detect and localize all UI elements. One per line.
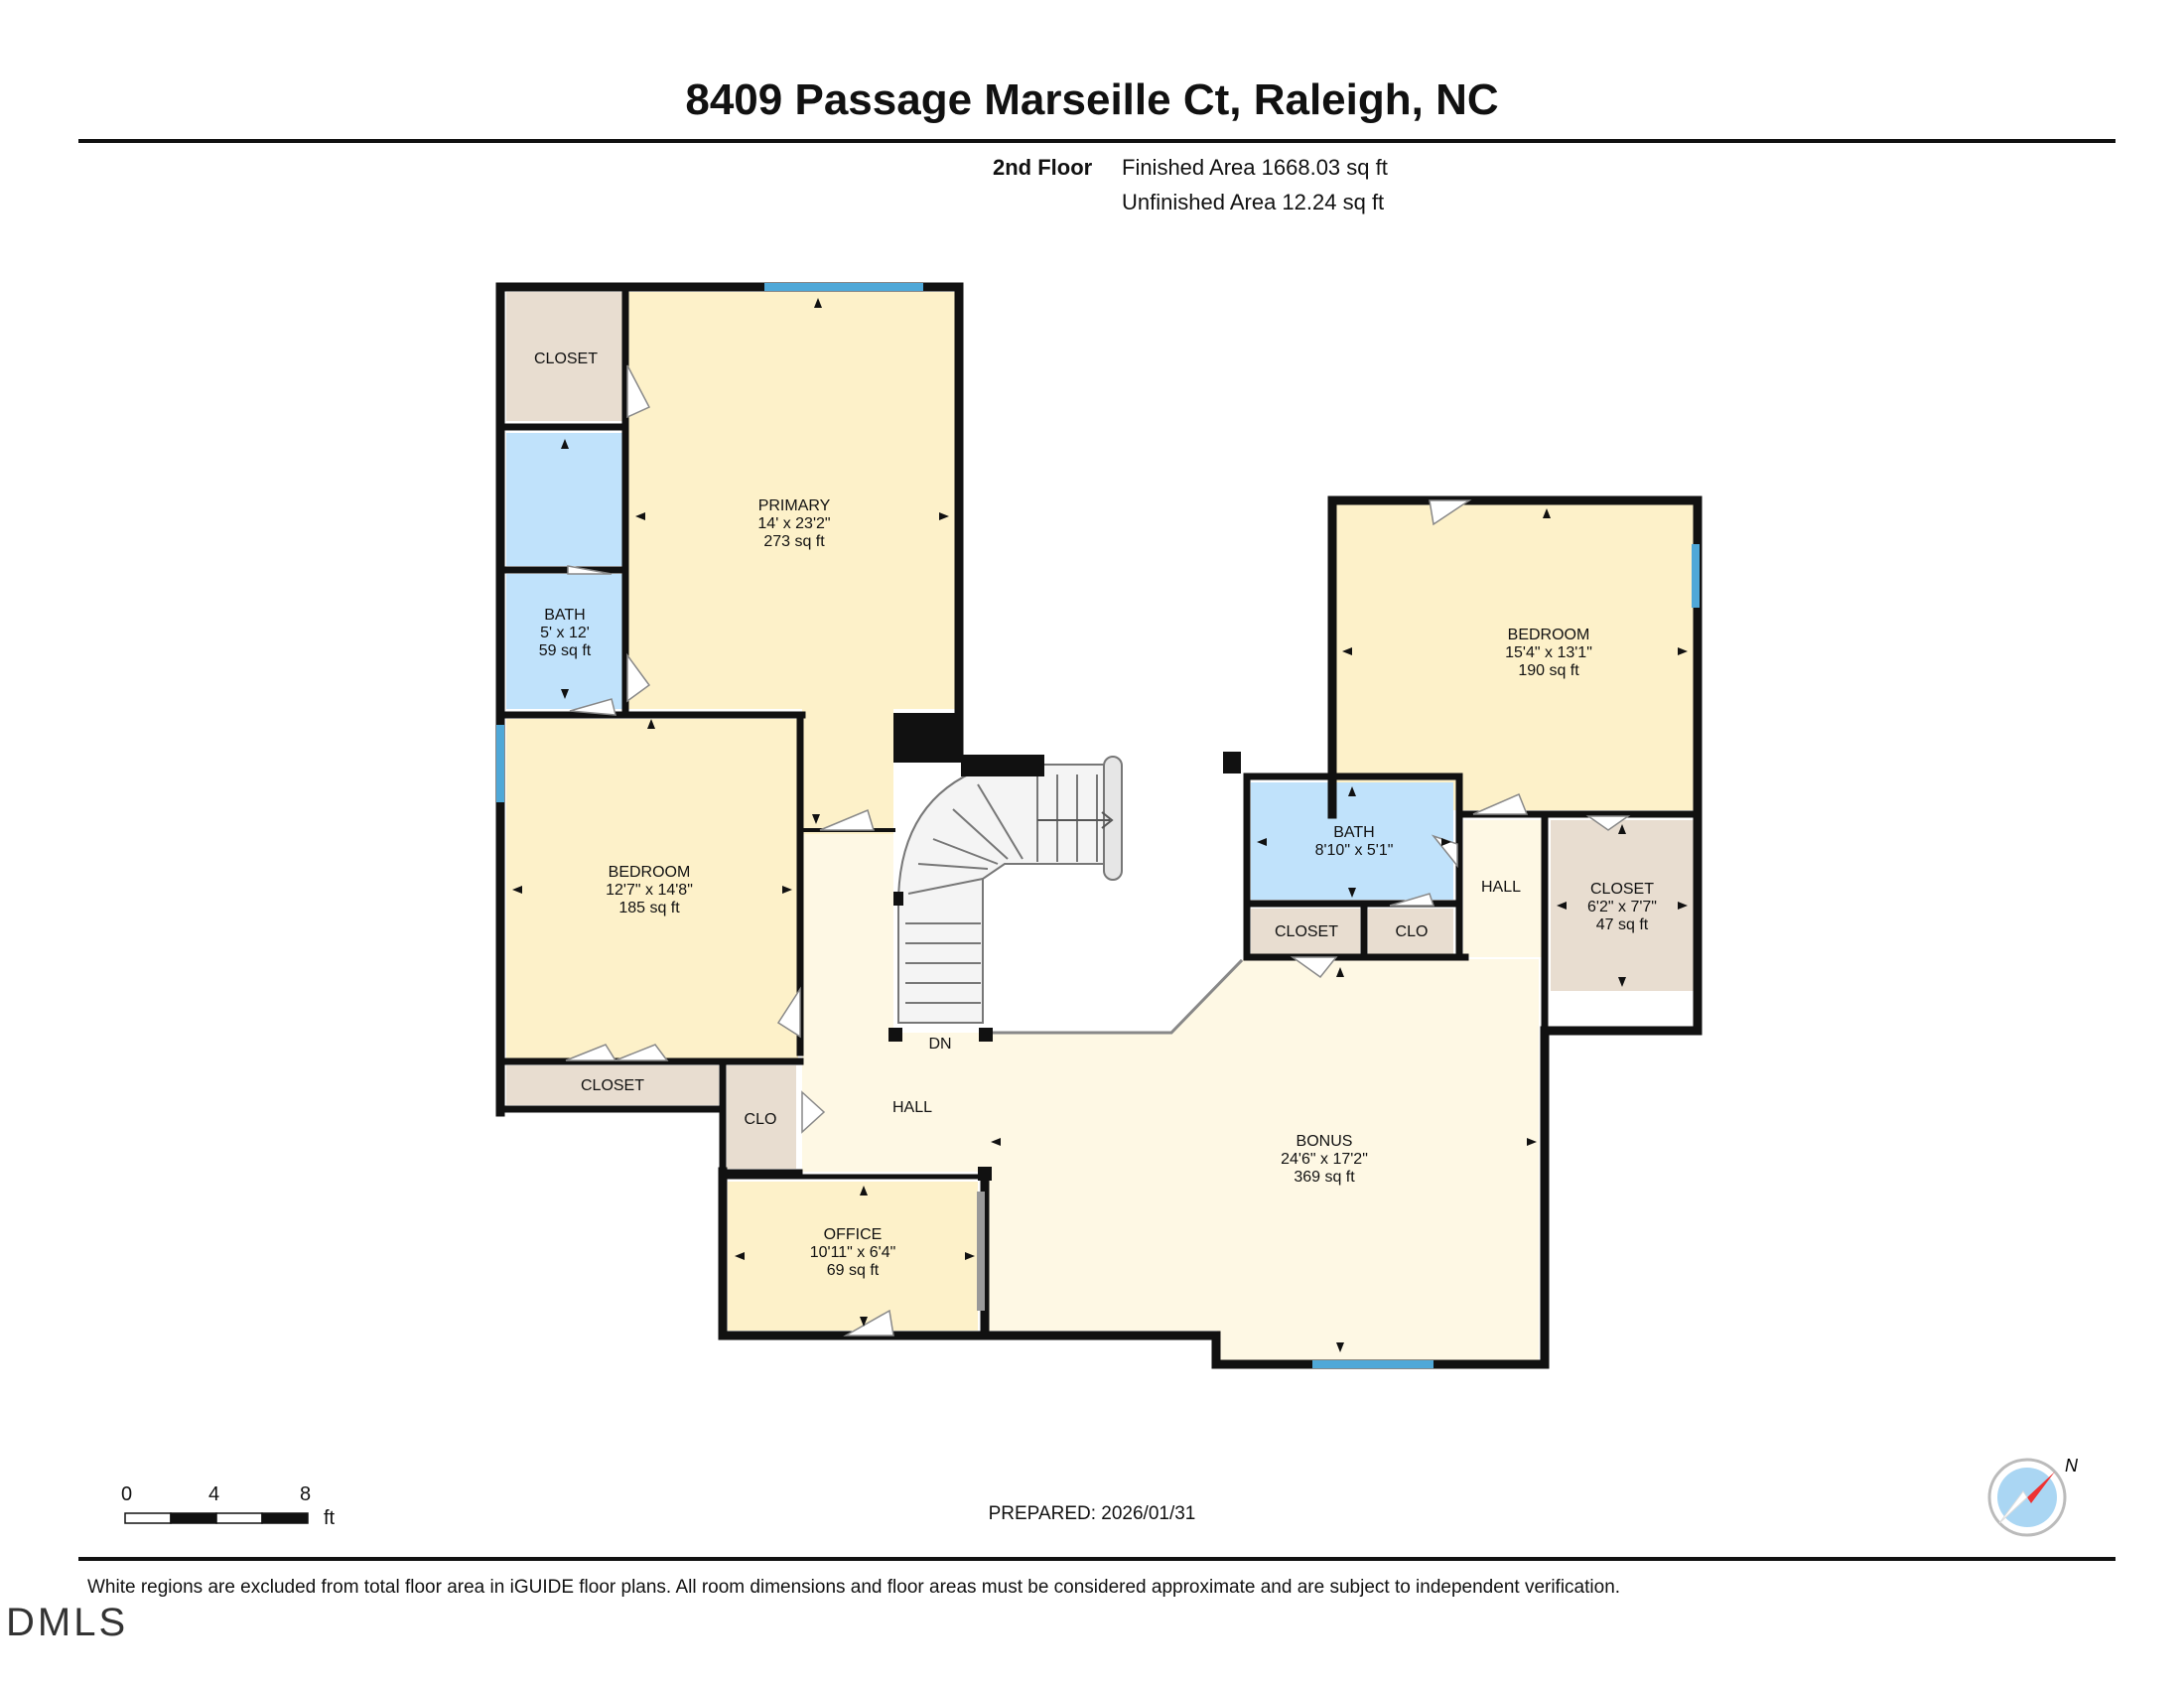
primary-name: PRIMARY	[758, 497, 831, 514]
hall-left-label: HALL	[892, 1099, 932, 1116]
primary-lower-fill	[802, 705, 893, 834]
stairs-dn-label: DN	[928, 1036, 951, 1053]
bath1-fill	[506, 574, 623, 709]
closet-bedroom2-area: 47 sq ft	[1596, 916, 1649, 933]
bedroom2-dims: 15'4" x 13'1"	[1505, 644, 1592, 661]
walls	[495, 282, 1703, 1369]
office-fill	[728, 1182, 978, 1331]
bath2-dims: 8'10" x 5'1"	[1315, 842, 1394, 859]
bedroom2-name: BEDROOM	[1508, 627, 1590, 643]
header-divider	[78, 139, 2116, 143]
closet-bedroom2-name: CLOSET	[1590, 881, 1654, 898]
closet-bedroom1-fill	[506, 1065, 719, 1105]
bedroom1-dims: 12'7" x 14'8"	[606, 882, 693, 899]
closet-bath2-fill	[1251, 909, 1360, 954]
bath1-dims: 5' x 12'	[540, 625, 590, 641]
clo-bath2-label: CLO	[1396, 923, 1429, 940]
bedroom1-fill	[506, 719, 798, 1060]
doors	[565, 364, 1631, 1336]
closet-bedroom2-fill	[1551, 820, 1694, 991]
bonus-name: BONUS	[1297, 1133, 1353, 1150]
room-labels: CLOSET PRIMARY 14' x 23'2" 273 sq ft BAT…	[534, 351, 1657, 1279]
primary-dims: 14' x 23'2"	[757, 515, 830, 532]
closet-primary-fill	[506, 292, 623, 421]
bonus-fill	[988, 959, 1539, 1360]
bath1-upper-fill	[506, 433, 623, 566]
prepared-date: PREPARED: 2026/01/31	[988, 1503, 1196, 1524]
plan-title: 8409 Passage Marseille Ct, Raleigh, NC	[685, 75, 1499, 124]
scale-tick-4: 4	[208, 1483, 220, 1505]
bonus-dims: 24'6" x 17'2"	[1281, 1151, 1368, 1168]
post-2	[888, 1028, 902, 1042]
office-area: 69 sq ft	[827, 1262, 880, 1279]
scale-tick-8: 8	[300, 1483, 312, 1505]
scale-bar	[124, 1512, 309, 1524]
post-4	[893, 892, 903, 906]
footer-divider	[78, 1557, 2116, 1561]
bath2-fill	[1251, 782, 1453, 900]
post-1	[1223, 752, 1241, 774]
disclaimer-text: White regions are excluded from total fl…	[87, 1577, 1621, 1598]
post-3	[979, 1028, 993, 1042]
compass-n-label: N	[2065, 1456, 2079, 1476]
primary-area: 273 sq ft	[763, 533, 825, 550]
bedroom2-area: 190 sq ft	[1518, 662, 1579, 679]
dimension-arrows	[512, 298, 1688, 1352]
bedroom1-name: BEDROOM	[609, 864, 691, 881]
hall-right-label: HALL	[1481, 879, 1521, 896]
bedroom1-area: 185 sq ft	[618, 900, 680, 916]
windows	[496, 283, 1700, 1368]
bath1-area: 59 sq ft	[539, 642, 592, 659]
post-5	[978, 1167, 992, 1181]
office-dims: 10'11" x 6'4"	[810, 1244, 896, 1261]
clo-hall-label: CLO	[745, 1111, 777, 1128]
scale-tick-0: 0	[121, 1483, 133, 1505]
staircase	[897, 756, 1123, 1024]
bath1-name: BATH	[544, 607, 585, 624]
floor-label: 2nd Floor	[993, 155, 1093, 180]
closet-bedroom2-dims: 6'2" x 7'7"	[1587, 899, 1657, 915]
bath2-name: BATH	[1333, 824, 1374, 841]
unfinished-area: Unfinished Area 12.24 sq ft	[1122, 190, 1385, 214]
closet-bath2-label: CLOSET	[1275, 923, 1338, 940]
bedroom2-fill	[1336, 504, 1694, 810]
closet-primary-label: CLOSET	[534, 351, 598, 367]
wall-block-stair-top	[961, 755, 1044, 776]
hall-right-fill	[1463, 820, 1543, 957]
clo-bath2-fill	[1368, 909, 1453, 954]
primary-fill	[628, 292, 956, 709]
scale-unit: ft	[324, 1507, 336, 1529]
wall-block-stair	[893, 713, 961, 763]
finished-area: Finished Area 1668.03 sq ft	[1122, 155, 1388, 180]
bonus-area: 369 sq ft	[1294, 1169, 1355, 1186]
compass-icon: N	[1987, 1456, 2079, 1537]
clo-hall-fill	[727, 1065, 796, 1169]
room-fills	[506, 292, 1694, 1360]
brand-logo: DMLS	[6, 1601, 129, 1644]
closet-bedroom1-label: CLOSET	[581, 1077, 644, 1094]
office-name: OFFICE	[824, 1226, 883, 1243]
